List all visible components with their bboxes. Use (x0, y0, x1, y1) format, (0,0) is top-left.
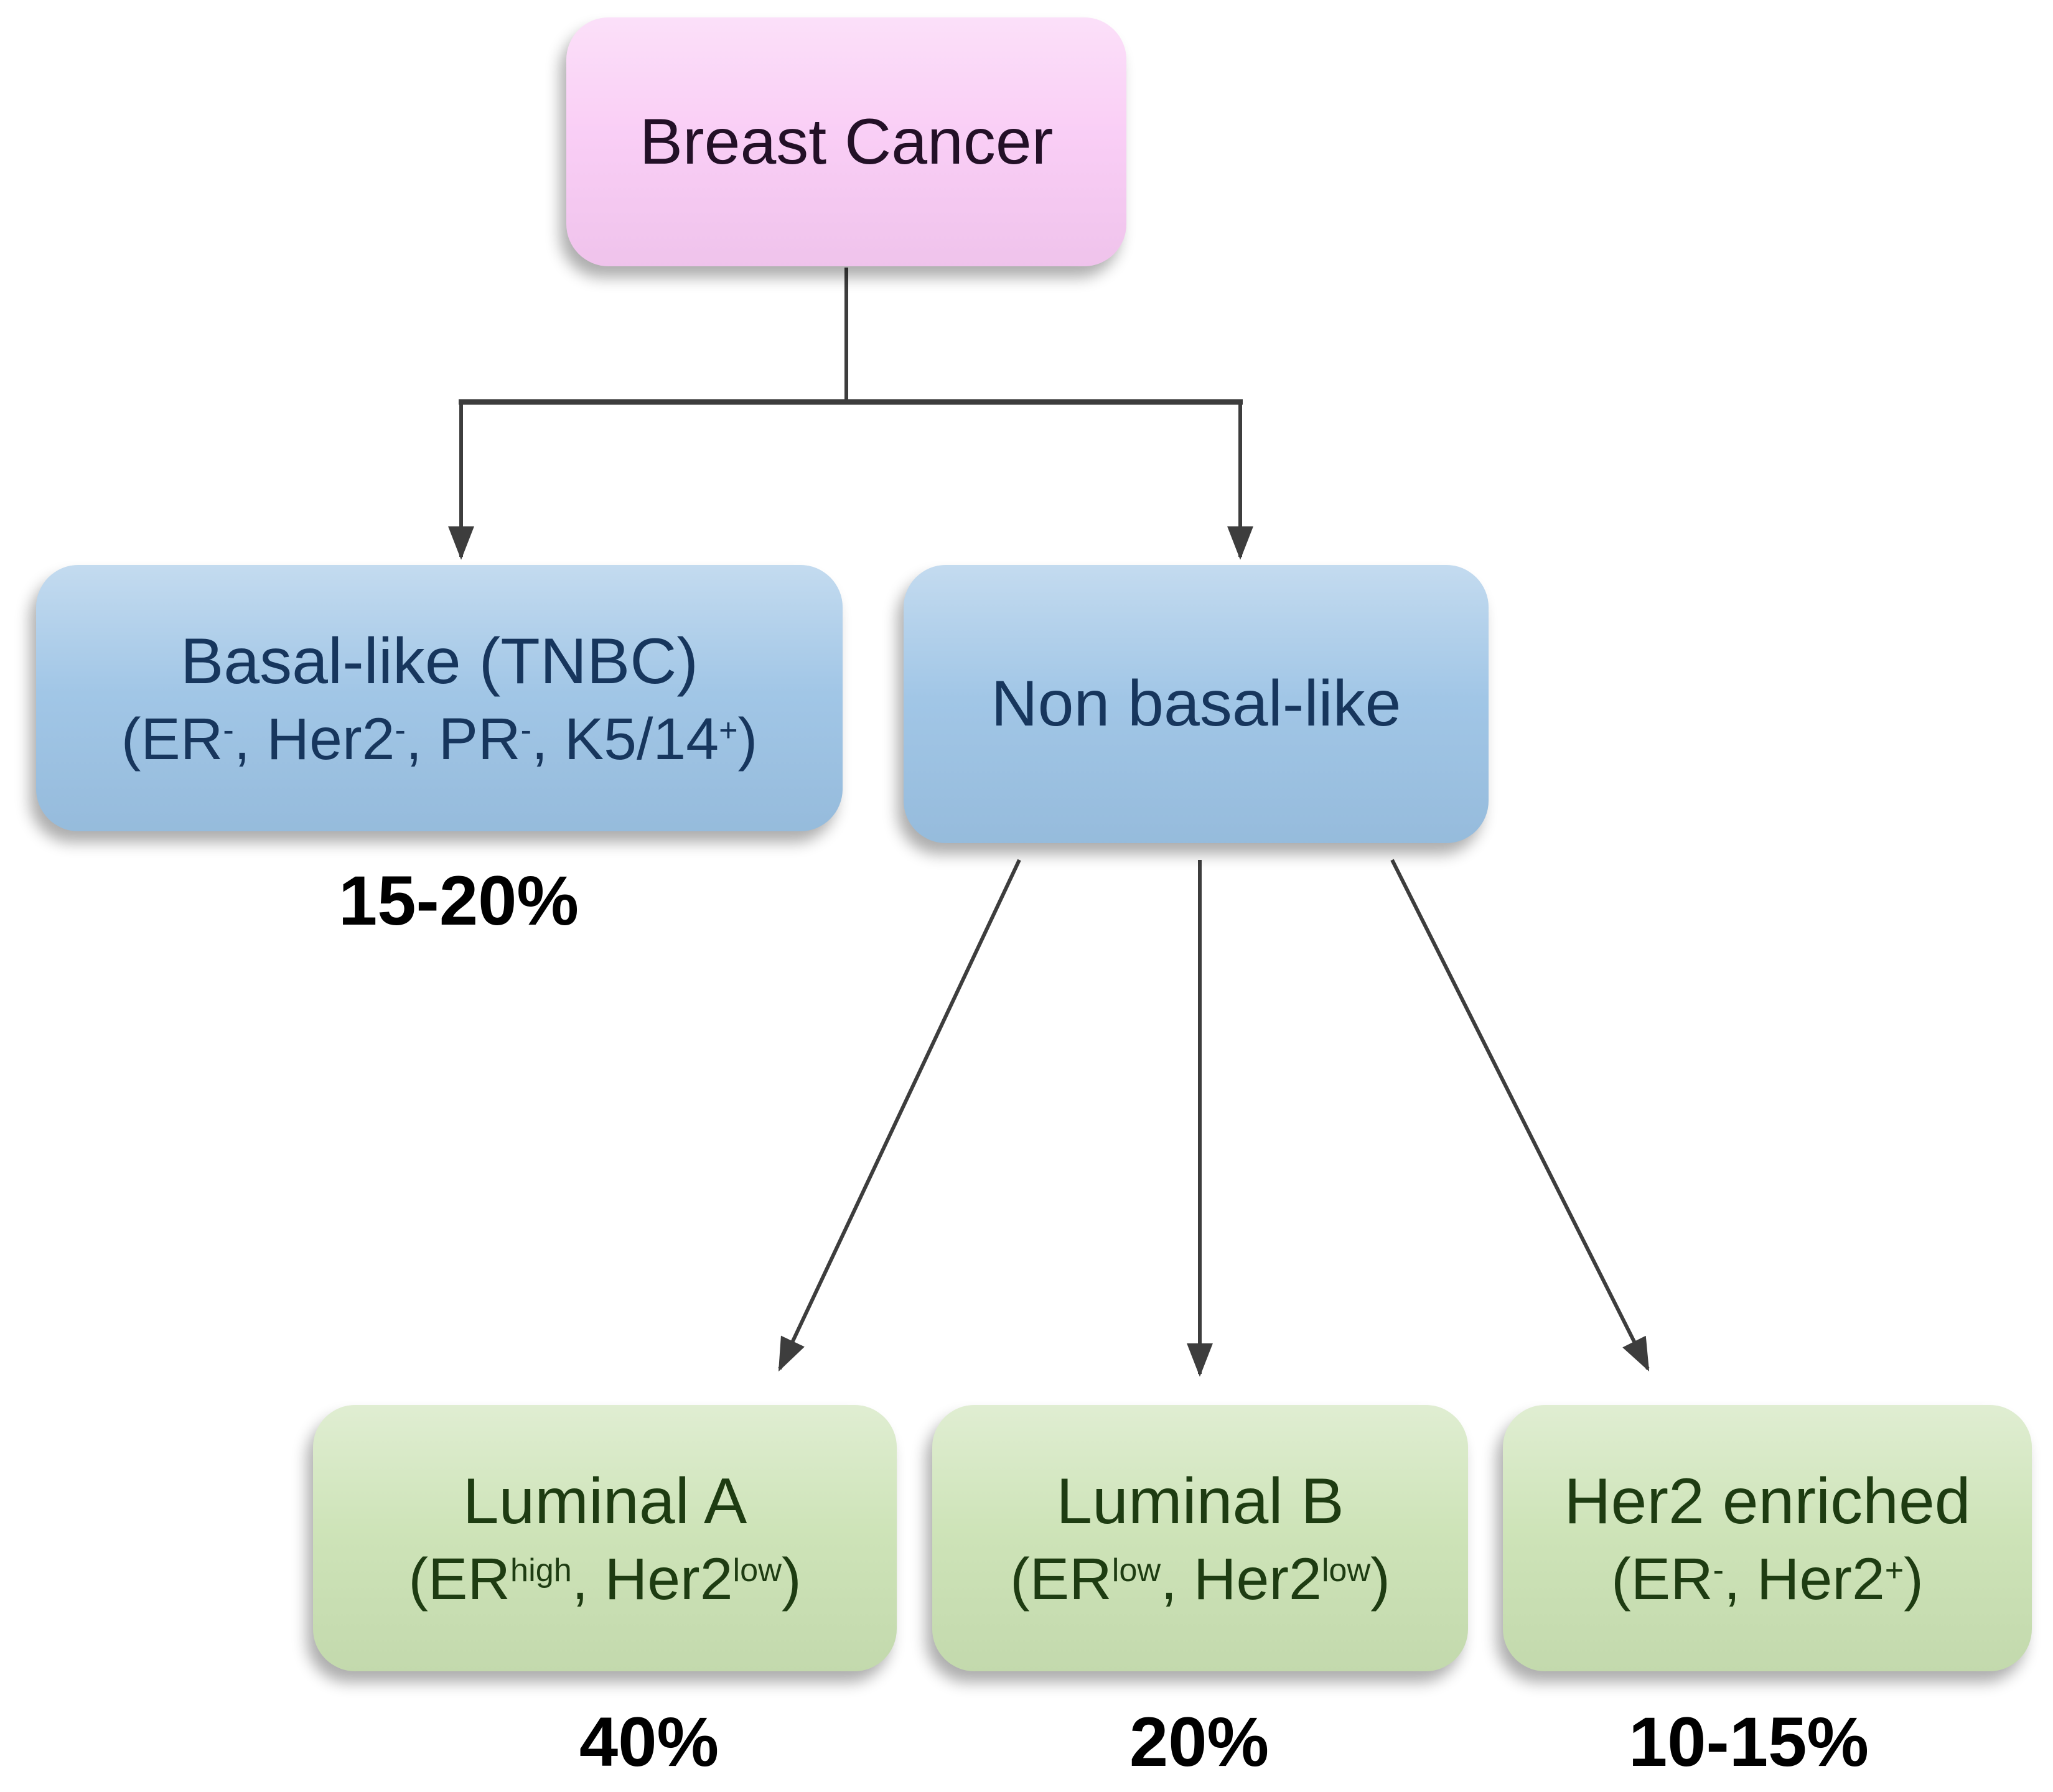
node-title: Non basal-like (991, 668, 1401, 740)
percent-label-her2: 10-15% (1628, 1703, 1869, 1781)
arrow-to-her2-enriched (1390, 859, 1650, 1372)
node-her2-enriched: Her2 enriched (ER-, Her2+) (1503, 1405, 2032, 1671)
node-basal-like: Basal-like (TNBC) (ER-, Her2-, PR-, K5/1… (36, 565, 843, 831)
node-title: Luminal A (462, 1465, 747, 1538)
percent-label-luminal-b: 20% (1129, 1703, 1270, 1781)
node-non-basal-like: Non basal-like (904, 565, 1489, 843)
node-breast-cancer: Breast Cancer (566, 17, 1126, 266)
percent-label-luminal-a: 40% (579, 1703, 719, 1781)
arrow-to-luminal-a (778, 859, 1021, 1372)
node-subtitle: (ER-, Her2+) (1611, 1546, 1924, 1613)
node-luminal-b: Luminal B (ERlow, Her2low) (932, 1405, 1468, 1671)
node-title: Luminal B (1056, 1465, 1344, 1538)
node-subtitle: (ERhigh, Her2low) (408, 1546, 802, 1613)
node-title: Her2 enriched (1564, 1465, 1971, 1538)
node-subtitle: (ERlow, Her2low) (1010, 1546, 1390, 1613)
node-luminal-a: Luminal A (ERhigh, Her2low) (313, 1405, 897, 1671)
percent-label-basal: 15-20% (338, 862, 579, 940)
node-title: Basal-like (TNBC) (180, 625, 699, 698)
node-title: Breast Cancer (639, 105, 1054, 178)
node-subtitle: (ER-, Her2-, PR-, K5/14+) (121, 706, 758, 773)
